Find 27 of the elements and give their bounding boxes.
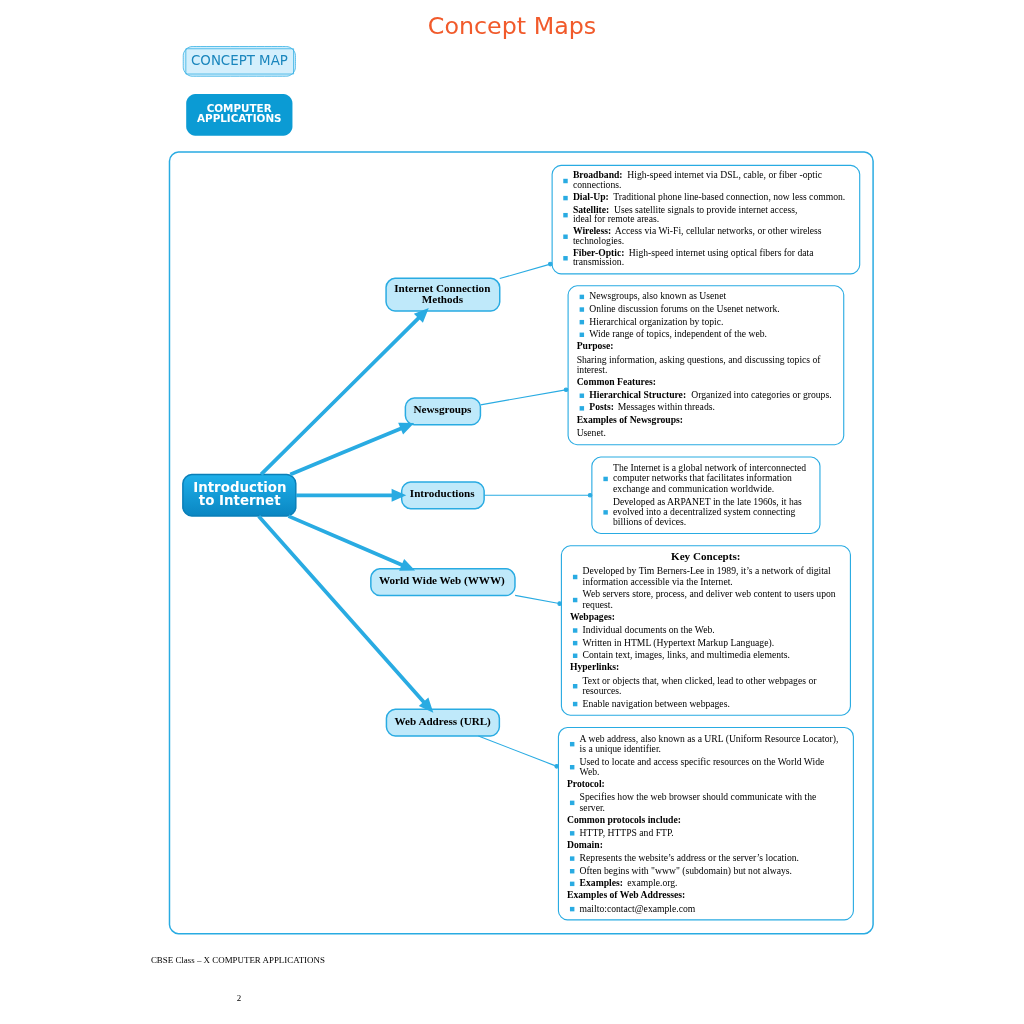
arrow	[259, 307, 429, 476]
arrow	[287, 514, 416, 571]
arrow	[295, 488, 407, 502]
connector	[477, 735, 560, 769]
node-box: Introductions	[400, 481, 485, 510]
node-box: A web address, also known as a URL (Uniform Resource Locator), is a unique identifier. Used to locate and access specific resources on the World Wide Web. Protocol: Specifies how the web browser should communicate with the server. Common protocols include: HTTP, HTTPS and FTP. Domain: Represents the website’s address or the server’s location. Often begins with "www" (subdomain) but not always. Examples: example.org. Examples of Web Addresses: mailto:contact@example.com	[557, 726, 854, 921]
connector	[499, 261, 553, 280]
label: 2	[236, 993, 242, 1004]
connector	[480, 387, 569, 406]
arrow	[257, 515, 434, 713]
connector	[483, 492, 593, 498]
arrow	[289, 422, 415, 477]
node-box: Web Address (URL)	[385, 708, 501, 737]
label: CBSE Class – X COMPUTER APPLICATIONS	[150, 954, 325, 965]
label: CONCEPT MAP	[191, 52, 288, 68]
node-box: Key Concepts: Developed by Tim Berners-Lee in 1989, it’s a network of digital information accessible via the Internet. Web servers store, process, and deliver web content to users upon request. Webpages: Individual documents on the Web. Written in HTML (Hypertext Markup Language). Contain text, images, links, and multimedia elements. Hyperlinks: Text or objects that, when clicked, lead to other webpages or resources. Enable navigation between webpages.	[560, 545, 851, 716]
node-box: World Wide Web (WWW)	[370, 568, 516, 597]
node-box: Newsgroups	[404, 397, 482, 426]
node-box: The Internet is a global network of interconnected computer networks that facilitates information exchange and communication worldwide. Developed as ARPANET in the late 1960s, it has evolved into a decentralized system connecting billions of devices.	[591, 456, 821, 535]
connector	[514, 594, 562, 606]
label: COMPUTER APPLICATIONS	[196, 102, 282, 125]
diagram-title: Concept Maps	[427, 11, 597, 40]
node-box: Broadband: High-speed internet via DSL, cable, or fiber -optic connections. Dial-Up: Traditional phone line-based connection, now less common. Satellite: Uses satellite signals to provide internet access, ideal for remote areas. Wireless: Access via Wi-Fi, cellular networks, or other wireless technologies. Fiber-Optic: High-speed internet using optical fibers for data transmission.	[551, 164, 861, 275]
node-box: Internet Connection Methods	[385, 277, 501, 312]
node-box: Introduction to Internet	[182, 473, 297, 517]
cluster	[168, 151, 874, 935]
node-box: Newsgroups, also known as Usenet Online discussion forums on the Usenet network. Hierarchical organization by topic. Wide range of topics, independent of the web. Purpose: Sharing information, asking questions, and discussing topics of interest. Common Features: Hierarchical Structure: Organized into categories or groups. Posts: Messages within threads. Examples of Newsgroups: Usenet.	[567, 285, 845, 446]
